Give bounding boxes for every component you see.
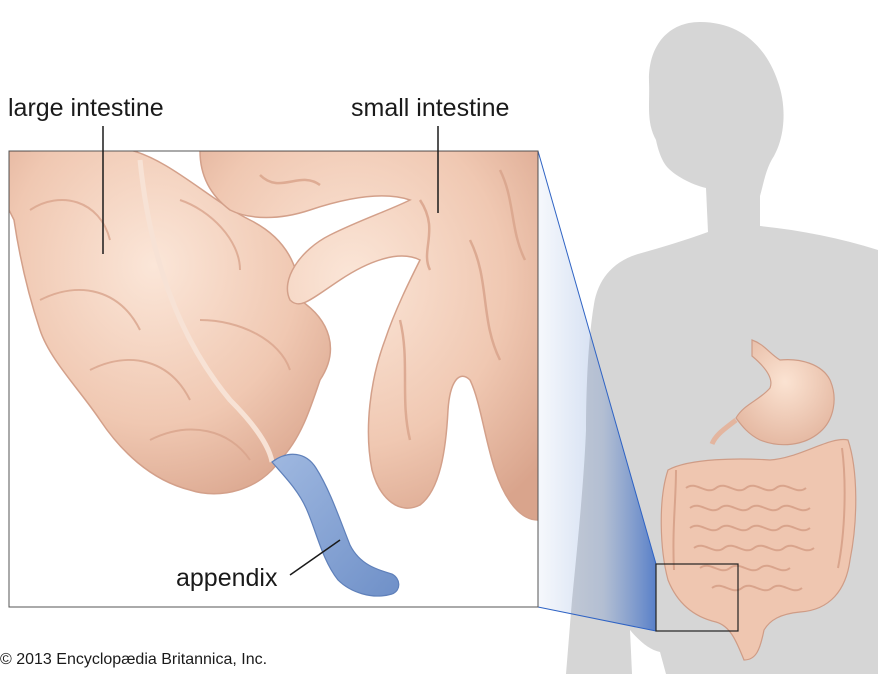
label-large-intestine: large intestine (8, 96, 164, 121)
label-small-intestine: small intestine (351, 96, 509, 121)
magnified-inset (9, 143, 538, 607)
copyright-credit: © 2013 Encyclopædia Britannica, Inc. (0, 651, 267, 669)
label-appendix: appendix (176, 566, 277, 591)
